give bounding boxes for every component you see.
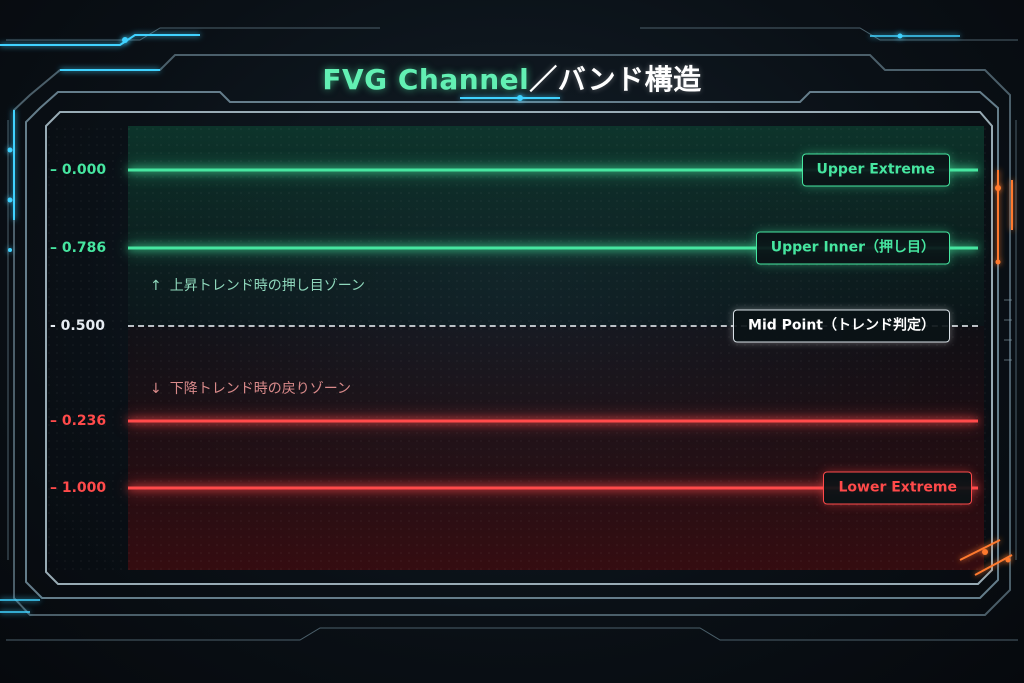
level-label: – 0.000	[50, 162, 107, 178]
level-line	[128, 486, 978, 490]
level-line	[128, 168, 978, 172]
level-tag: Upper Extreme	[801, 153, 950, 187]
page-title: FVG Channel／バンド構造	[0, 58, 1024, 98]
level-label: - 0.500	[50, 318, 105, 334]
zone-down-annotation: ↓ 下降トレンド時の戻りゾーン	[150, 378, 351, 398]
level-tag: Lower Extreme	[823, 471, 972, 505]
level-line	[128, 325, 978, 327]
zone-down-text: 下降トレンド時の戻りゾーン	[169, 381, 352, 397]
title-english: FVG Channel	[322, 63, 530, 96]
title-japanese: ／バンド構造	[529, 63, 702, 96]
level-line	[128, 246, 978, 250]
arrow-up-icon: ↑	[150, 278, 162, 294]
zone-up-text: 上昇トレンド時の押し目ゾーン	[169, 278, 366, 294]
level-label: – 0.236	[50, 413, 107, 429]
zone-up-annotation: ↑ 上昇トレンド時の押し目ゾーン	[150, 275, 365, 295]
level-label: – 0.786	[50, 240, 107, 256]
level-label: – 1.000	[50, 480, 107, 496]
level-line	[128, 419, 978, 423]
level-tag: Upper Inner（押し目）	[755, 231, 950, 265]
arrow-down-icon: ↓	[150, 381, 162, 397]
level-tag: Mid Point（トレンド判定）	[733, 309, 950, 343]
